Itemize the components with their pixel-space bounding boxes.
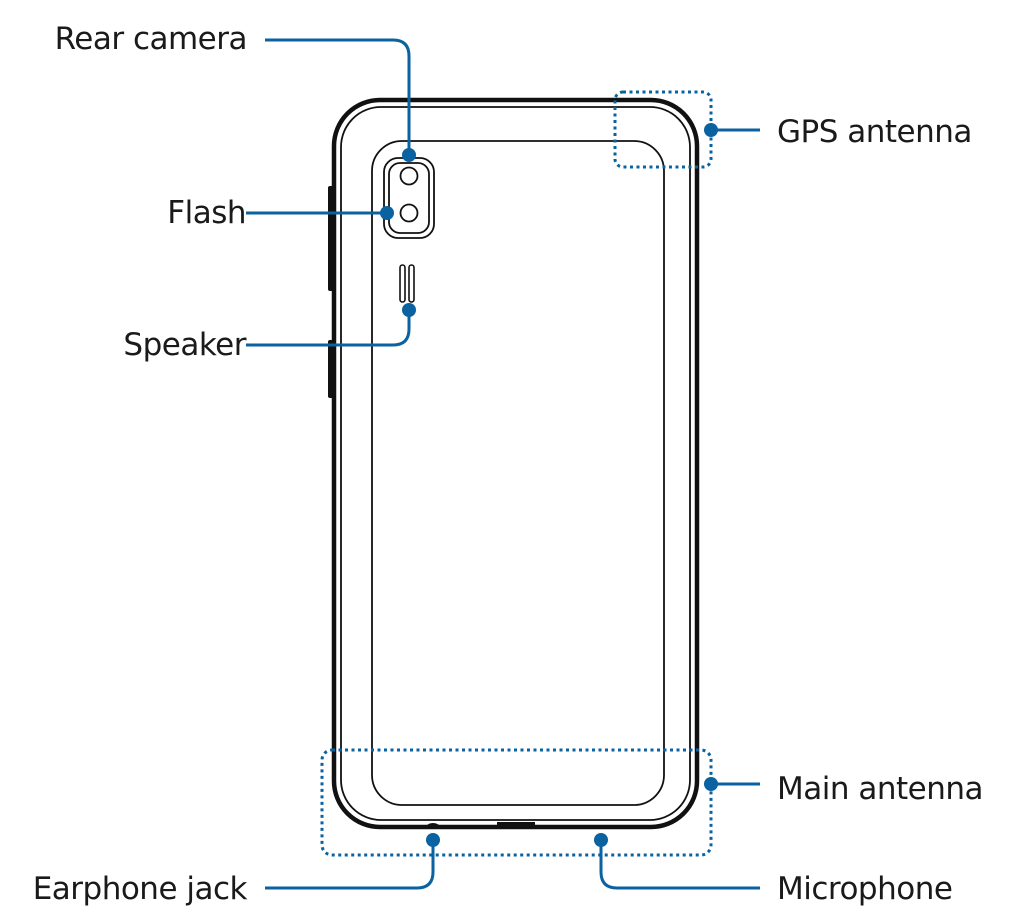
rear-camera-lens	[399, 166, 419, 186]
speaker-dot	[402, 303, 416, 317]
gps-antenna-area	[613, 90, 713, 169]
rear-camera-dot	[402, 148, 416, 162]
label-main-antenna: Main antenna	[777, 771, 983, 807]
label-microphone: Microphone	[777, 871, 952, 907]
back-panel	[371, 140, 665, 806]
earphone-dot	[426, 833, 440, 847]
rear-camera-callout-line	[265, 38, 411, 155]
gps-dot	[704, 123, 718, 137]
phone-outer-frame	[331, 97, 700, 830]
microphone-dot	[594, 833, 608, 847]
main-antenna-dot	[704, 777, 718, 791]
earphone-jack-port	[427, 823, 439, 828]
camera-module-outer	[383, 157, 435, 239]
camera-module-inner	[388, 162, 430, 234]
main-antenna-area	[320, 748, 713, 857]
phone-back	[328, 97, 700, 830]
callout-lines	[246, 38, 760, 890]
flash-dot	[380, 206, 394, 220]
callout-dots	[380, 123, 718, 847]
label-rear-camera: Rear camera	[55, 21, 247, 57]
microphone-callout-line	[599, 840, 760, 890]
phone-inner-frame	[340, 106, 691, 821]
side-key	[328, 340, 334, 398]
speaker-callout-line	[246, 310, 411, 347]
label-flash: Flash	[167, 195, 246, 231]
volume-key	[328, 186, 334, 291]
label-earphone-jack: Earphone jack	[33, 871, 248, 907]
speaker-slot	[399, 264, 406, 303]
label-gps-antenna: GPS antenna	[777, 114, 972, 150]
earphone-callout-line	[265, 840, 435, 890]
speaker-slot	[408, 264, 415, 303]
usb-port	[497, 822, 535, 826]
flash-lens	[399, 203, 419, 223]
label-speaker: Speaker	[123, 327, 246, 363]
